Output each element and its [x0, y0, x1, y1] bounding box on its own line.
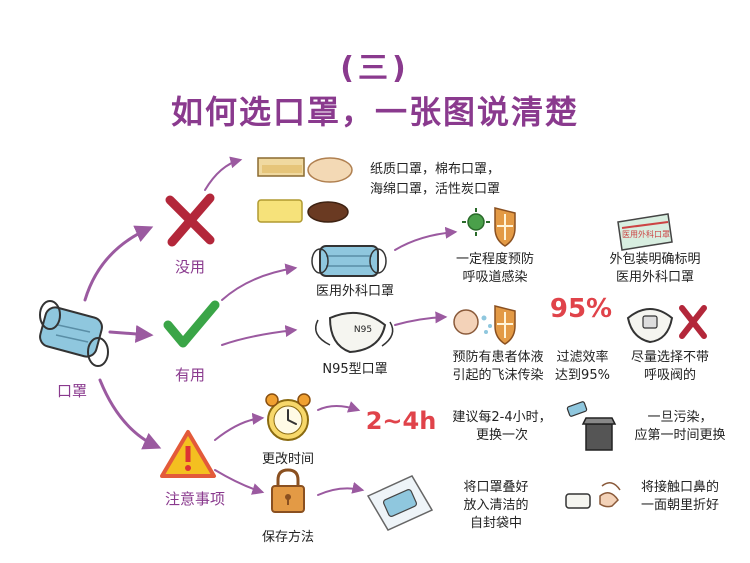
root-mask-illustration — [39, 300, 109, 367]
change-dirty-line2: 应第一时间更换 — [634, 428, 726, 443]
change-advice-line2: 更换一次 — [475, 428, 528, 443]
page-title: 如何选口罩，一张图说清楚 — [170, 93, 579, 131]
store-fold-line2: 一面朝里折好 — [640, 498, 719, 513]
store-bag-line2: 放入清洁的 — [463, 498, 529, 513]
section-number: (三) — [340, 51, 410, 86]
change-advice-line1: 建议每2-4小时， — [452, 410, 552, 425]
padlock-illustration — [271, 468, 305, 513]
surgical-package-line2: 医用外科口罩 — [615, 270, 694, 285]
store-bag-line1: 将口罩叠好 — [463, 480, 529, 495]
store-fold-line1: 将接触口鼻的 — [640, 480, 719, 495]
trash-bin-illustration — [566, 401, 617, 451]
virus-shield-illustration — [462, 207, 516, 247]
surgical-effect-line1: 一定程度预防 — [455, 252, 534, 267]
n95-mask-text: N95 — [353, 325, 373, 335]
change-dirty-line1: 一旦污染， — [647, 410, 713, 425]
fold-mask-illustration — [565, 482, 621, 509]
surgical-mask-illustration — [311, 245, 387, 277]
sneeze-shield-illustration — [453, 305, 516, 345]
useless-items-line2: 海绵口罩，活性炭口罩 — [370, 182, 501, 197]
valve-line1: 尽量选择不带 — [630, 350, 709, 365]
n95-mask-illustration — [315, 311, 394, 354]
flow-arrows — [83, 156, 458, 496]
package-print-text: 医用外科口罩 — [622, 230, 670, 239]
ziplock-bag-illustration — [366, 475, 434, 531]
store-bag-line3: 自封袋中 — [469, 516, 522, 531]
cross-mark — [165, 193, 215, 247]
valve-line2: 呼吸阀的 — [643, 368, 696, 383]
surgical-effect-line2: 呼吸道感染 — [462, 270, 528, 285]
warning-sign — [160, 430, 216, 478]
surgical-mask-label: 医用外科口罩 — [315, 284, 394, 299]
branch-notes-label: 注意事项 — [164, 490, 225, 508]
filter-95-number: 95% — [549, 294, 613, 324]
useless-items-line1: 纸质口罩，棉布口罩， — [370, 162, 501, 177]
useless-materials — [257, 157, 353, 223]
branch-useless-label: 没用 — [174, 258, 205, 276]
check-mark — [163, 300, 220, 348]
change-time-label: 更改时间 — [261, 452, 314, 467]
n95-mask-label: N95型口罩 — [322, 362, 388, 377]
filter-line2: 达到95% — [555, 368, 610, 383]
n95-effect-line1: 预防有患者体液 — [452, 350, 544, 365]
alarm-clock-illustration — [265, 393, 311, 441]
branch-useful-label: 有用 — [174, 366, 205, 384]
store-method-label: 保存方法 — [261, 530, 314, 545]
change-duration: 2~4h — [365, 407, 437, 435]
filter-line1: 过滤效率 — [556, 350, 609, 365]
mask-package-illustration — [617, 213, 673, 251]
valve-mask-illustration — [626, 305, 707, 344]
root-label: 口罩 — [56, 382, 87, 400]
n95-effect-line2: 引起的飞沫传染 — [452, 368, 544, 383]
surgical-package-line1: 外包装明确标明 — [609, 252, 701, 267]
